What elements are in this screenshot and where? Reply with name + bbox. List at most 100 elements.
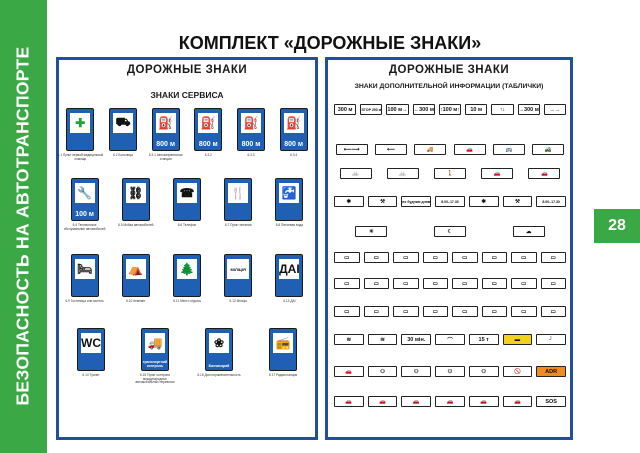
info-plate: SOS — [536, 396, 566, 407]
info-plate: 🚫 — [502, 366, 533, 377]
service-sign: 🚰 — [275, 178, 304, 221]
info-plate: ▭ — [334, 252, 360, 263]
service-sign: ⛟ — [109, 108, 137, 151]
info-plate: ▭ — [422, 252, 448, 263]
sign-caption: 6.4 Техническое обслуживание автомобилей — [63, 223, 106, 231]
sign-caption: 6.8 Питьевая вода — [275, 223, 304, 227]
info-plate: 🚌 — [493, 144, 525, 155]
side-band: БЕЗОПАСНОСТЬ НА АВТОТРАНСПОРТЕ — [0, 0, 47, 453]
service-sign: ⛽800 м — [279, 108, 308, 151]
sign-symbol: 🚰 — [279, 183, 300, 203]
info-plate: ⚇ — [401, 366, 432, 377]
sign-symbol: ⛓ — [125, 183, 146, 203]
info-plate: 10 м — [465, 104, 488, 115]
sign-value: транспортний контроль — [142, 360, 168, 368]
info-plate: ▭ — [511, 306, 537, 317]
info-plate: ▭ — [334, 278, 360, 289]
sign-caption: 6.16 Достопримечательность — [197, 373, 241, 377]
service-sign: ✚ — [66, 108, 95, 151]
sign-symbol: МІЛІЦІЯ — [227, 259, 250, 279]
sign-symbol: 🔧 — [74, 183, 95, 203]
sign-value: 800 м — [284, 141, 304, 148]
info-plate: 🚗 — [334, 366, 364, 377]
sign-caption: 6.2 Больница — [113, 153, 133, 157]
info-plate: 100 м→ — [386, 104, 409, 115]
service-sign: 🔧 100 м — [70, 178, 99, 221]
info-plate: →300 м — [517, 104, 540, 115]
info-plate: ✱ — [468, 196, 499, 207]
info-plate: ⚒ — [367, 196, 398, 207]
service-sign: 🚚 транспортний контроль — [141, 328, 169, 371]
service-sign: WC — [77, 328, 105, 371]
sign-caption: 6.6 Телефон — [177, 223, 197, 227]
info-plate: ▭ — [481, 252, 507, 263]
service-sign: ⛽800 м — [194, 108, 223, 151]
sign-caption: 6.9 Гостиница или мотель — [65, 299, 104, 303]
service-sign: ☎ — [173, 178, 201, 221]
info-plate: ▭ — [540, 306, 566, 317]
service-sign: 🌲 — [173, 254, 201, 297]
info-plate: ←300 м — [412, 104, 435, 115]
service-sign: ❀Бахчисарай — [205, 328, 233, 371]
service-sign: 🛏 — [70, 254, 99, 297]
info-plate: ↑100 м↑ — [438, 104, 462, 115]
sign-caption: 6.14 Туалет — [82, 373, 100, 377]
info-plate: 🚚 — [414, 144, 447, 155]
info-plate: ▭ — [363, 252, 389, 263]
sign-caption: 6.17 Радиостанция — [268, 373, 298, 377]
info-plate: 🚜 — [532, 144, 565, 155]
info-plate: ⌒ — [435, 334, 465, 345]
info-plate: ▭ — [540, 278, 566, 289]
left-poster-title: ДОРОЖНЫЕ ЗНАКИ — [126, 64, 248, 76]
sign-caption: 6.7 Пункт питания — [224, 223, 252, 227]
sign-caption: 6.10 Кемпинг — [126, 299, 146, 303]
sign-value: Бахчисарай — [208, 364, 230, 368]
right-poster-subtitle: ЗНАКИ ДОПОЛНИТЕЛЬНОЙ ИНФОРМАЦИИ (ТАБЛИЧК… — [354, 83, 544, 90]
sign-value: 100 м — [75, 211, 94, 218]
service-sign: ДАІ — [275, 254, 304, 297]
info-plate: 🚲 — [386, 168, 419, 179]
service-sign: ⛽800 м — [237, 108, 265, 151]
sign-caption: 6.3.3 — [247, 153, 255, 157]
info-plate: ⚇ — [435, 366, 465, 377]
info-plate: ⟵⟶ — [335, 144, 368, 155]
sign-caption: 6.3.1 Автозаправочная станция — [148, 153, 183, 161]
info-plate: ▭ — [363, 278, 389, 289]
side-title: БЕЗОПАСНОСТЬ НА АВТОТРАНСПОРТЕ — [12, 46, 33, 406]
main-title: КОМПЛЕКТ «ДОРОЖНЫЕ ЗНАКИ» — [178, 33, 482, 53]
info-plate: 🚗 — [435, 396, 465, 407]
sign-caption: 6.1 Пункт первой медицинской помощи — [57, 153, 104, 161]
info-plate: ☾ — [434, 226, 466, 237]
info-plate: ▬ — [502, 334, 533, 345]
info-plate: 🚗 — [453, 144, 486, 155]
info-plate: ▭ — [363, 306, 389, 317]
info-plate: ▭ — [452, 252, 478, 263]
sign-symbol: ⛽ — [241, 113, 261, 133]
info-plate: 🚗 — [334, 396, 364, 407]
left-poster-subtitle: ЗНАКИ СЕРВИСА — [150, 90, 224, 100]
sign-caption: 6.3.2 — [204, 153, 212, 157]
info-plate: ☁ — [512, 226, 545, 237]
sign-symbol: ⛺ — [125, 259, 146, 279]
sign-symbol: 🛏 — [74, 259, 95, 279]
sign-symbol: WC — [81, 333, 101, 353]
info-plate: ▭ — [481, 278, 507, 289]
info-plate: 🚗 — [528, 168, 561, 179]
info-plate: 🚲 — [339, 168, 372, 179]
info-plate: 🚶 — [434, 168, 466, 179]
sign-caption: 6.3.4 — [290, 153, 298, 157]
info-plate: ⚇ — [367, 366, 398, 377]
info-plate: ▭ — [540, 252, 566, 263]
info-plate: →→ — [543, 104, 566, 115]
info-plate: 🚗 — [481, 168, 514, 179]
info-plate: 300 м — [334, 104, 357, 115]
sign-symbol: ☎ — [177, 183, 197, 203]
info-plate: ≋ — [334, 334, 364, 345]
info-plate: ▭ — [422, 306, 448, 317]
info-plate: ⚇ — [468, 366, 499, 377]
info-plate: 🚗 — [401, 396, 432, 407]
sign-value: 800 м — [198, 141, 218, 148]
info-plate: ▭ — [511, 278, 537, 289]
info-plate: ☀ — [355, 226, 388, 237]
sign-symbol: 🚚 — [145, 333, 165, 353]
